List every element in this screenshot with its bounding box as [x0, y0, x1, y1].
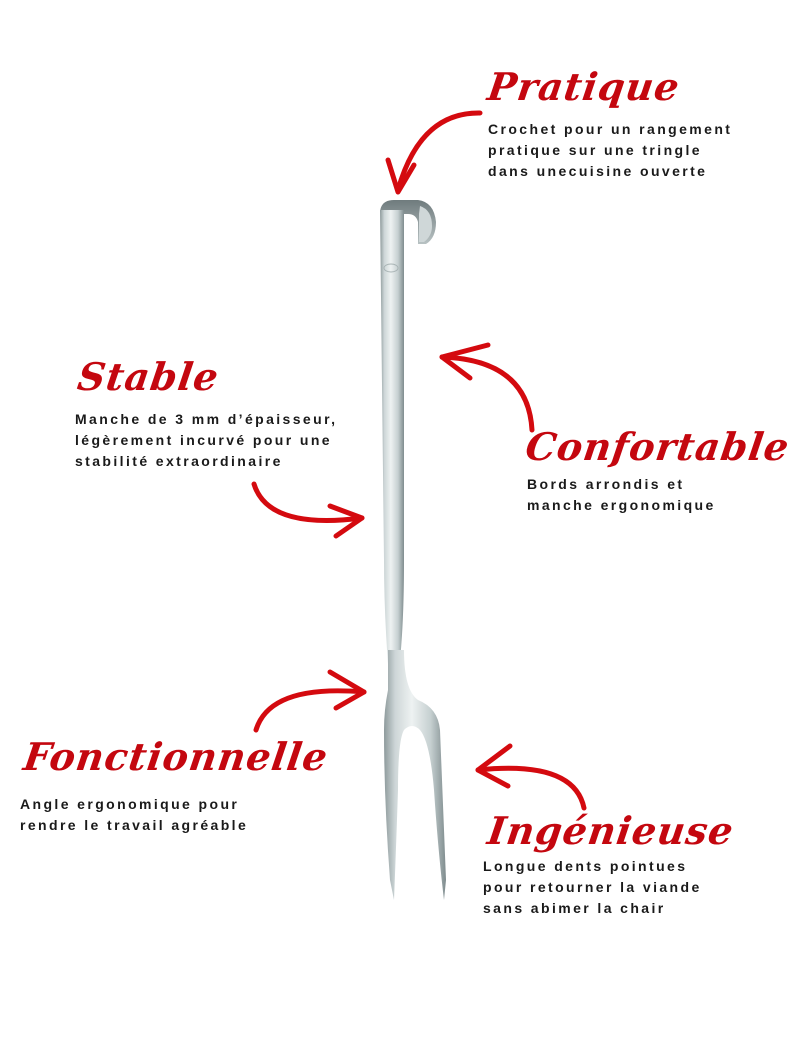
brand-logo-icon [383, 263, 399, 273]
feature-description: Bords arrondis et manche ergonomique [527, 474, 716, 516]
description-line: Bords arrondis et [527, 476, 685, 492]
description-line: sans abimer la chair [483, 900, 666, 916]
arrow-pratique-icon [385, 110, 483, 195]
fork-head [384, 650, 446, 900]
feature-title: Stable [74, 354, 223, 399]
description-line: pour retourner la viande [483, 879, 702, 895]
feature-title: Confortable [522, 424, 793, 469]
feature-description: Angle ergonomique pour rendre le travail… [20, 794, 248, 836]
feature-description: Crochet pour un rangement pratique sur u… [488, 119, 732, 182]
description-line: Crochet pour un rangement [488, 121, 733, 137]
description-line: manche ergonomique [527, 497, 716, 513]
handle [380, 210, 404, 664]
description-line: dans unecuisine ouverte [488, 163, 708, 179]
description-line: Angle ergonomique pour [20, 796, 240, 812]
feature-title: Ingénieuse [484, 808, 737, 853]
description-line: légèrement incurvé pour une [75, 432, 332, 448]
arrow-confortable-icon [439, 342, 535, 433]
arrow-fonctionnelle-icon [253, 669, 367, 733]
description-line: pratique sur une tringle [488, 142, 702, 158]
description-line: Manche de 3 mm d’épaisseur, [75, 411, 338, 427]
description-line: Longue dents pointues [483, 858, 688, 874]
feature-description: Longue dents pointues pour retourner la … [483, 856, 702, 919]
feature-title: Fonctionnelle [20, 734, 332, 779]
arrow-stable-icon [251, 481, 365, 539]
description-line: stabilité extraordinaire [75, 453, 283, 469]
arrow-ingenieuse-icon [475, 743, 587, 811]
description-line: rendre le travail agréable [20, 817, 249, 833]
feature-description: Manche de 3 mm d’épaisseur, légèrement i… [75, 409, 337, 472]
feature-title: Pratique [484, 64, 683, 109]
